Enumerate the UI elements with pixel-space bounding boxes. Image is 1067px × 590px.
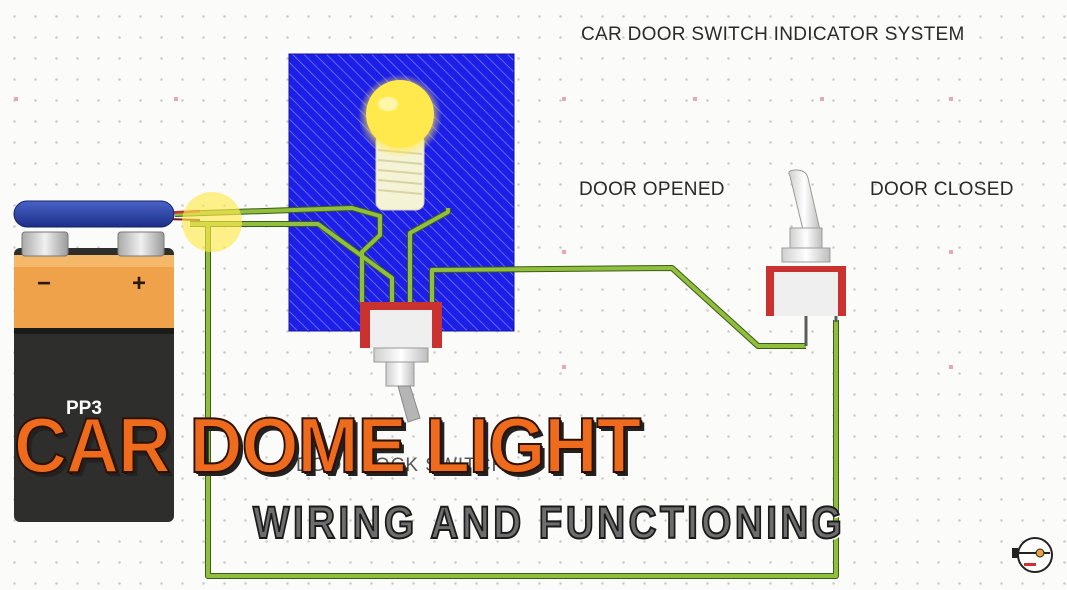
bulb-icon — [358, 74, 442, 211]
plunger-switch-icon — [360, 302, 442, 423]
toggle-switch-icon — [766, 169, 846, 346]
headline-title: CAR DOME LIGHT — [13, 401, 642, 489]
headline-subtitle: WIRING AND FUNCTIONING — [252, 497, 846, 548]
grid-markers — [14, 97, 953, 369]
door-closed-label: DOOR CLOSED — [870, 179, 1014, 200]
battery-negative-label: − — [37, 270, 52, 297]
connection-glow — [182, 192, 242, 252]
battery-model-label: PP3 — [66, 398, 102, 419]
door-opened-label: DOOR OPENED — [579, 179, 725, 200]
diagram-title: CAR DOOR SWITCH INDICATOR SYSTEM — [581, 24, 965, 45]
door-switch-label: DOOR LOCK SWITCH — [296, 455, 507, 476]
channel-logo-icon — [1012, 537, 1053, 573]
battery-positive-label: + — [132, 270, 147, 297]
battery-icon — [13, 200, 175, 522]
